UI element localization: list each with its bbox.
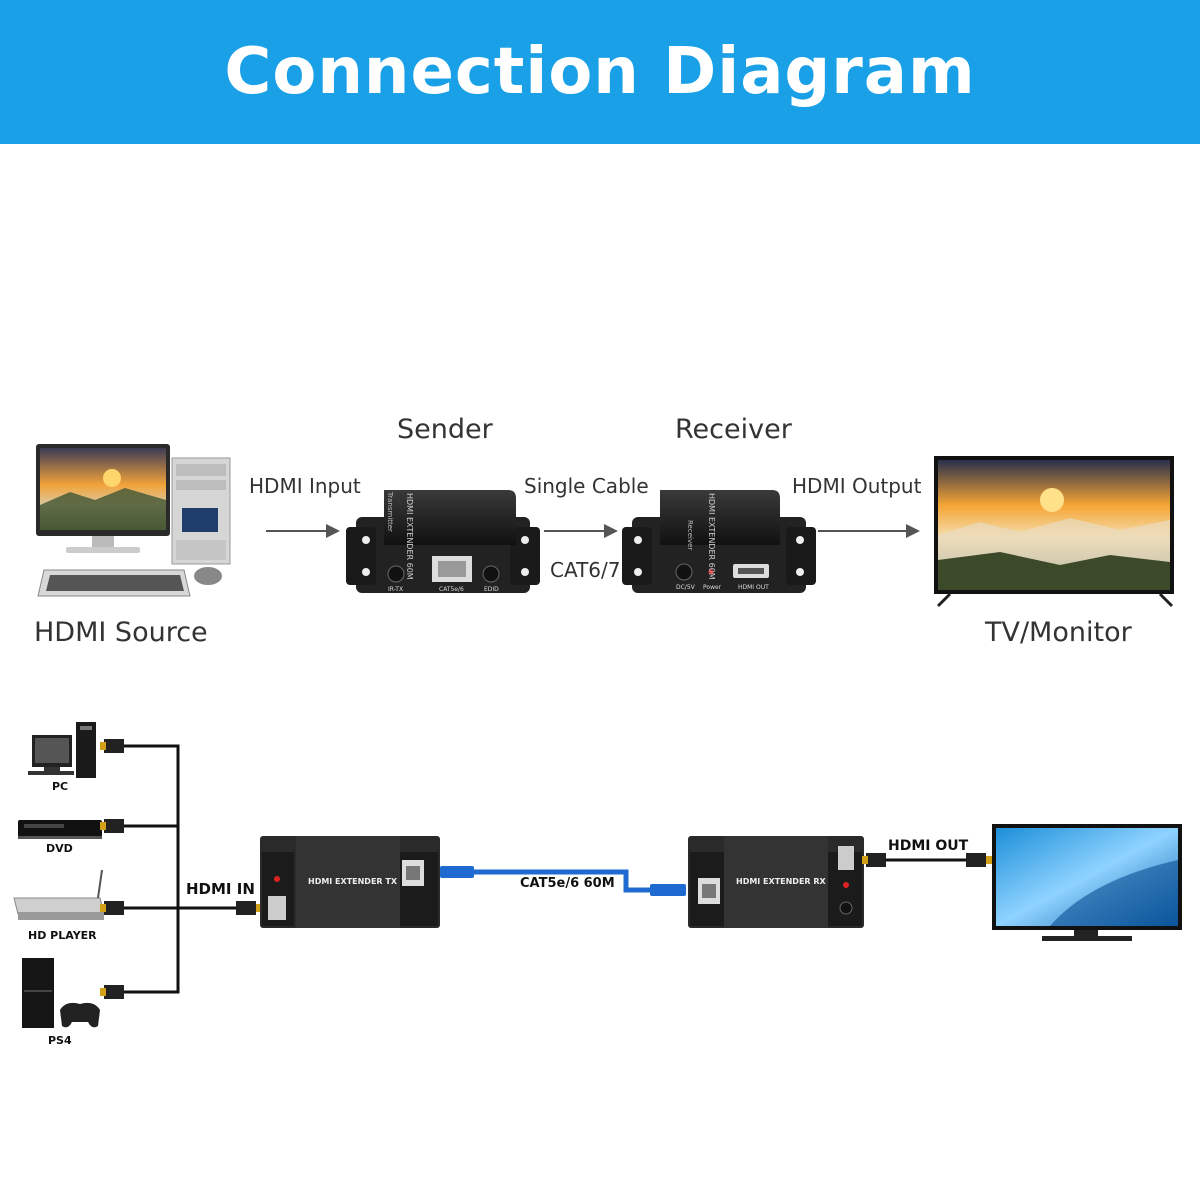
dvd-icon bbox=[18, 820, 102, 839]
pc-tower-icon bbox=[171, 457, 231, 565]
rx-box-label: HDMI EXTENDER RX bbox=[736, 877, 826, 886]
hdmi-connector-icon bbox=[100, 739, 262, 999]
sender-side-text: Transmitter bbox=[386, 492, 394, 532]
hdmi-output-label: HDMI Output bbox=[792, 474, 922, 498]
source-label-dvd: DVD bbox=[46, 842, 73, 855]
receiver-label: Receiver bbox=[675, 414, 792, 445]
arrow-right-icon bbox=[266, 524, 340, 538]
hdmi-out-label: HDMI OUT bbox=[888, 838, 969, 854]
tv-icon bbox=[992, 824, 1182, 941]
tx-box bbox=[260, 836, 440, 928]
port-dc-label: DC/5V bbox=[676, 584, 695, 591]
arrow-right-icon bbox=[544, 524, 618, 538]
tx-box-label: HDMI EXTENDER TX bbox=[308, 877, 397, 886]
hdmi-input-label: HDMI Input bbox=[249, 474, 361, 498]
receiver-device bbox=[622, 490, 816, 593]
tv-monitor-icon bbox=[934, 456, 1174, 608]
header-banner bbox=[0, 0, 1200, 144]
cat-label: CAT6/7 bbox=[550, 558, 621, 582]
mouse-icon bbox=[194, 567, 222, 585]
pc-monitor-icon bbox=[36, 444, 170, 553]
keyboard-icon bbox=[37, 569, 191, 597]
receiver-side-text: Receiver bbox=[686, 520, 694, 551]
hdmi-in-label: HDMI IN bbox=[186, 880, 255, 898]
hdmi-source-label: HDMI Source bbox=[34, 617, 208, 648]
port-cat-label: CAT5e/6 bbox=[439, 586, 464, 593]
cable-label: CAT5e/6 60M bbox=[520, 876, 615, 891]
tv-monitor-label: TV/Monitor bbox=[985, 617, 1132, 648]
ps4-icon bbox=[22, 958, 100, 1028]
sender-top-text: HDMI EXTENDER 60M bbox=[405, 493, 414, 580]
rx-box bbox=[688, 836, 864, 928]
port-edid-label: EDID bbox=[484, 586, 499, 593]
page-title: Connection Diagram bbox=[224, 35, 976, 109]
network-cable bbox=[440, 866, 686, 896]
hdmi-cable-tree bbox=[124, 744, 236, 994]
pc-icon bbox=[28, 722, 96, 778]
single-cable-label: Single Cable bbox=[524, 474, 649, 498]
source-label-ps4: PS4 bbox=[48, 1034, 72, 1047]
source-label-hd-player: HD PLAYER bbox=[28, 929, 97, 942]
arrow-right-icon bbox=[818, 524, 920, 538]
port-power-label: Power bbox=[703, 584, 722, 591]
receiver-top-text: HDMI EXTENDER 60M bbox=[707, 493, 716, 580]
port-hdmi-label: HDMI OUT bbox=[738, 584, 769, 591]
sender-device bbox=[346, 490, 540, 593]
sender-label: Sender bbox=[397, 414, 493, 445]
port-irtx-label: IR-TX bbox=[388, 586, 404, 593]
hdmi-out-cable bbox=[862, 853, 992, 867]
source-label-pc: PC bbox=[52, 780, 69, 793]
hd-player-icon bbox=[13, 869, 105, 920]
